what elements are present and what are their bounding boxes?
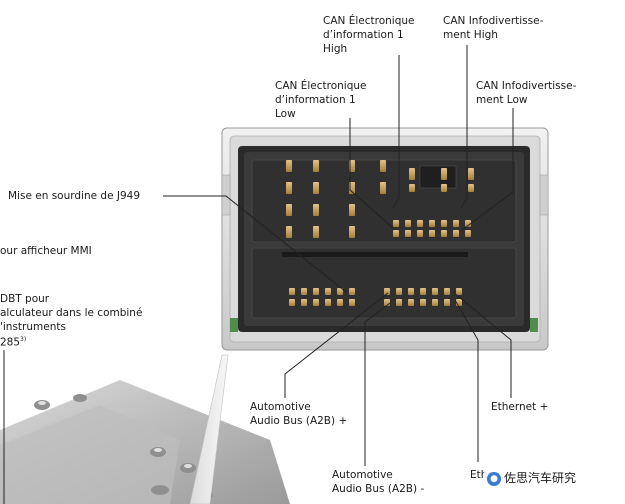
power-pin	[380, 160, 386, 172]
signal-pin-lower-left-b	[313, 299, 319, 306]
signal-pin-lower-right-b	[396, 299, 402, 306]
signal-pin-lower-right-b	[444, 299, 450, 306]
power-pin	[468, 168, 474, 180]
leader-ethernet-plus	[452, 291, 512, 398]
power-pin	[349, 226, 355, 238]
signal-pin-upper-b	[393, 230, 399, 237]
metal-plate	[0, 380, 290, 504]
power-pin	[286, 160, 292, 172]
leader-a2b-minus	[364, 302, 391, 466]
signal-pin-upper-b	[429, 230, 435, 237]
leader-can-infotain-low	[461, 108, 514, 231]
label-a2b-plus: Automotive Audio Bus (A2B) +	[250, 401, 348, 427]
signal-pin-lower-left-a	[301, 288, 307, 295]
signal-pin-lower-left-b	[337, 299, 343, 306]
leader-can-infotain-high	[460, 45, 468, 209]
signal-pin-upper-a	[417, 220, 423, 227]
watermark-text: 佐思汽车研究	[504, 471, 577, 485]
signal-pin-upper-a	[405, 220, 411, 227]
zoom-cone	[189, 354, 229, 504]
label-dbt-line1: DBT pour	[0, 293, 50, 305]
power-pin	[313, 160, 319, 172]
signal-pin-lower-right-a	[456, 288, 462, 295]
power-pin	[380, 182, 386, 194]
signal-pin-lower-right-a	[396, 288, 402, 295]
signal-pin-lower-left-b	[325, 299, 331, 306]
label-can-infotain-high: CAN Infodivertisse- ment High	[443, 15, 544, 41]
signal-pin-lower-left-a	[313, 288, 319, 295]
signal-pin-lower-left-a	[289, 288, 295, 295]
leader-can-info1-high	[392, 55, 400, 209]
power-pin	[286, 182, 292, 194]
power-pin	[441, 184, 447, 192]
signal-pin-lower-right-a	[444, 288, 450, 295]
label-can-info1-low: CAN Électronique d’information 1 Low	[275, 80, 367, 120]
signal-pin-lower-right-b	[432, 299, 438, 306]
signal-pin-lower-right-b	[420, 299, 426, 306]
power-pin	[313, 182, 319, 194]
signal-pin-lower-left-b	[289, 299, 295, 306]
label-dbt-superscript: 3)	[20, 336, 27, 343]
label-dbt-line3: 'instruments	[0, 321, 66, 333]
power-pin	[409, 168, 415, 180]
signal-pin-lower-left-b	[301, 299, 307, 306]
label-can-info1-high: CAN Électronique d’information 1 High	[323, 15, 415, 55]
label-mmi-display: our afficheur MMI	[0, 245, 92, 257]
connector-pins	[286, 160, 474, 306]
signal-pin-lower-left-a	[349, 288, 355, 295]
leader-ethernet-minus	[454, 299, 479, 462]
power-pin	[313, 204, 319, 216]
label-dbt-line2: alculateur dans le combiné	[0, 307, 143, 319]
signal-pin-upper-b	[465, 230, 471, 237]
leader-mute-j949	[163, 195, 347, 293]
label-can-infotain-low: CAN Infodivertisse- ment Low	[476, 80, 577, 106]
power-pin	[286, 204, 292, 216]
signal-pin-upper-b	[405, 230, 411, 237]
signal-pin-upper-a	[453, 220, 459, 227]
label-mute-j949: Mise en sourdine de J949	[8, 190, 141, 202]
leader-a2b-plus	[284, 292, 389, 398]
leader-lines	[3, 45, 514, 504]
signal-pin-lower-right-a	[420, 288, 426, 295]
signal-pin-upper-b	[417, 230, 423, 237]
signal-pin-lower-left-a	[337, 288, 343, 295]
signal-pin-upper-a	[393, 220, 399, 227]
signal-pin-upper-a	[441, 220, 447, 227]
signal-pin-lower-right-a	[432, 288, 438, 295]
signal-pin-lower-right-a	[384, 288, 390, 295]
label-dbt-line4: 2853)	[0, 336, 27, 349]
label-a2b-minus: Automotive Audio Bus (A2B) -	[332, 469, 425, 495]
power-pin	[409, 184, 415, 192]
signal-pin-lower-left-a	[325, 288, 331, 295]
power-pin	[441, 168, 447, 180]
power-pin	[468, 184, 474, 192]
watermark: ●佐思汽车研究	[484, 468, 580, 487]
power-pin	[349, 204, 355, 216]
wechat-badge-icon: ●	[487, 471, 501, 486]
signal-pin-lower-right-b	[408, 299, 414, 306]
signal-pin-lower-right-a	[408, 288, 414, 295]
signal-pin-upper-b	[453, 230, 459, 237]
signal-pin-upper-b	[441, 230, 447, 237]
label-ethernet-plus: Ethernet +	[491, 401, 549, 413]
signal-pin-upper-a	[429, 220, 435, 227]
power-pin	[313, 226, 319, 238]
signal-pin-upper-a	[465, 220, 471, 227]
power-pin	[286, 226, 292, 238]
signal-pin-lower-left-b	[349, 299, 355, 306]
leader-can-info1-low	[349, 118, 394, 229]
